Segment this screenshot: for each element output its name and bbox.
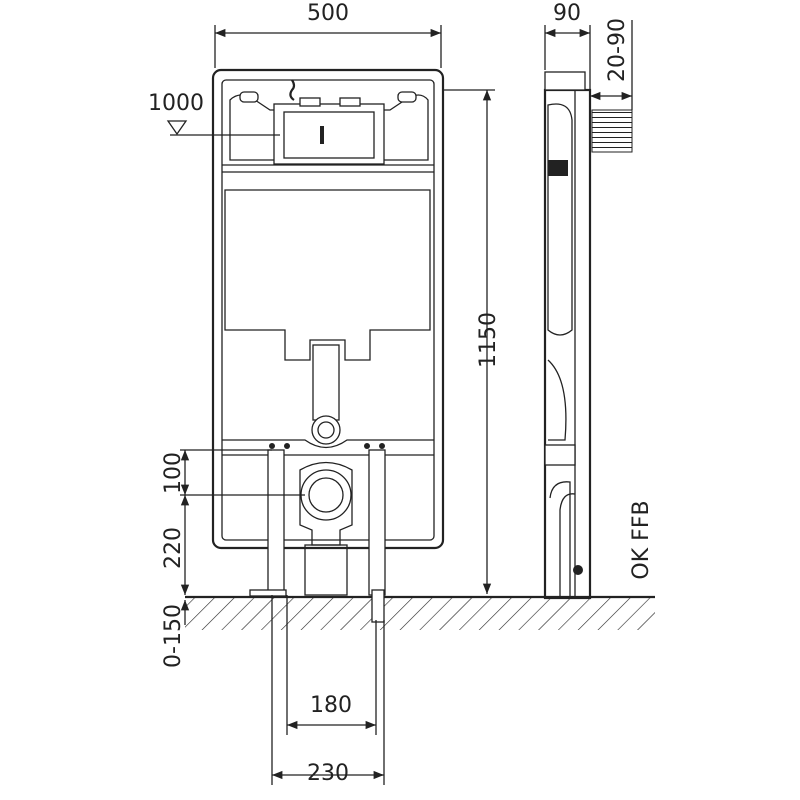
dim-floor-adjust: 0-150: [161, 604, 186, 668]
dim-outlet-to-bar: 100: [161, 452, 186, 494]
dimension-labels: 500 90 20-90 1000 1150 100 220 0-150 180…: [148, 1, 654, 786]
level-triangle-icon: [166, 120, 188, 136]
dim-depth: 90: [553, 1, 581, 26]
dim-outer-leg-spacing: 230: [307, 761, 349, 786]
dim-actuator-height: 1000: [148, 91, 204, 116]
floor-level-label: OK FFB: [629, 500, 654, 579]
dim-wall-offset: 20-90: [605, 18, 630, 82]
dimension-lines: [166, 20, 633, 785]
floor: [185, 595, 655, 630]
wall-bracket: [591, 109, 633, 153]
dim-inner-leg-spacing: 180: [310, 693, 352, 718]
dim-outlet-height: 220: [161, 527, 186, 569]
side-view-frame: [543, 71, 633, 600]
water-inlet-icon: [289, 79, 296, 101]
dim-width: 500: [307, 1, 349, 26]
cistern-tank: [224, 189, 431, 361]
dim-frame-height: 1150: [476, 312, 501, 368]
front-view-frame: [211, 68, 445, 623]
